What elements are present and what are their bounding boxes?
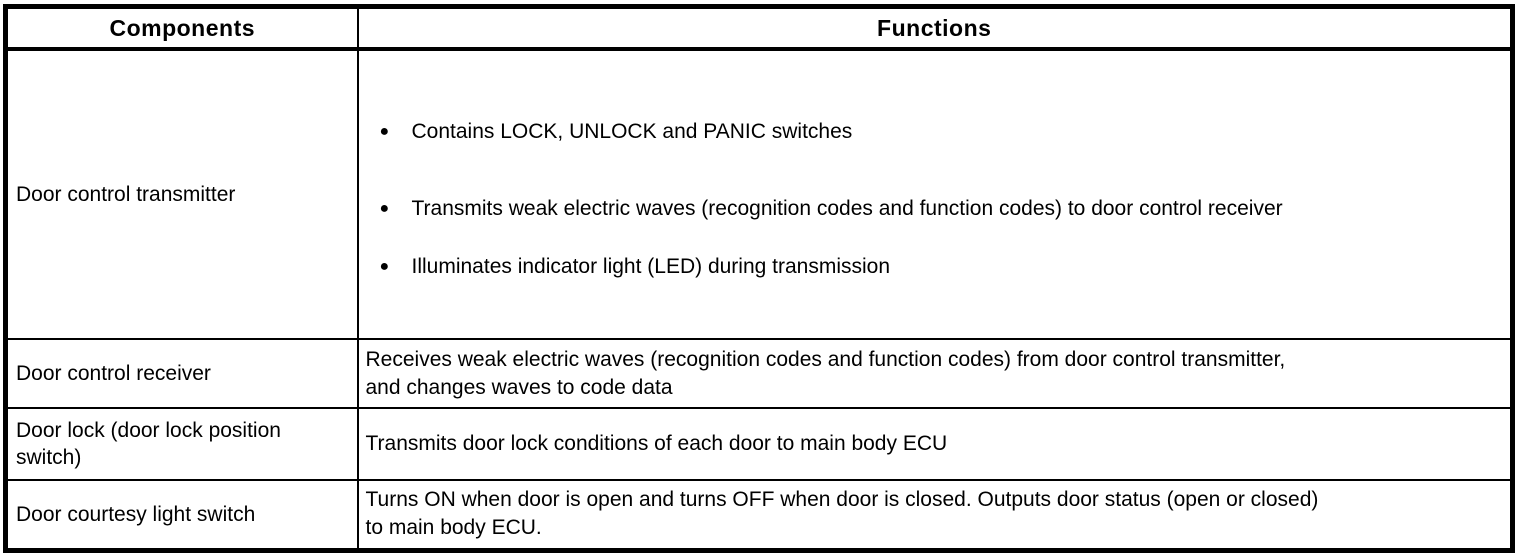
- functions-cell: Turns ON when door is open and turns OFF…: [356, 479, 1514, 551]
- list-item: ● Transmits weak electric waves (recogni…: [380, 194, 1505, 224]
- table-row-door-courtesy-light-switch: Door courtesy light switch Turns ON when…: [4, 479, 1514, 551]
- header-row: Components Functions: [4, 5, 1514, 51]
- table-row-door-control-receiver: Door control receiver Receives weak elec…: [4, 338, 1514, 409]
- component-cell: Door control receiver: [4, 338, 359, 409]
- functions-bullet-list: ● Contains LOCK, UNLOCK and PANIC switch…: [366, 89, 1505, 310]
- bullet-icon: ●: [379, 200, 390, 217]
- table-row-door-control-transmitter: Door control transmitter ● Contains LOCK…: [4, 48, 1514, 340]
- bullet-icon: ●: [379, 123, 390, 140]
- functions-column-header: Functions: [356, 5, 1514, 51]
- list-item: ● Contains LOCK, UNLOCK and PANIC switch…: [380, 117, 1505, 147]
- table-row-door-lock: Door lock (door lock position switch) Tr…: [4, 407, 1514, 481]
- bullet-item-text: Transmits weak electric waves (recogniti…: [411, 197, 1283, 220]
- components-column-header: Components: [4, 5, 359, 51]
- list-item: ● Illuminates indicator light (LED) duri…: [380, 252, 1505, 282]
- component-cell: Door control transmitter: [4, 48, 359, 340]
- bullet-icon: ●: [379, 258, 390, 275]
- functions-cell: Receives weak electric waves (recognitio…: [356, 338, 1514, 409]
- functions-cell: ● Contains LOCK, UNLOCK and PANIC switch…: [356, 48, 1514, 340]
- component-cell: Door courtesy light switch: [4, 479, 359, 551]
- component-cell: Door lock (door lock position switch): [4, 407, 359, 481]
- document-page: Components Functions Door control transm…: [3, 4, 1515, 553]
- components-functions-table: Components Functions Door control transm…: [3, 4, 1515, 553]
- bullet-item-text: Contains LOCK, UNLOCK and PANIC switches: [411, 120, 853, 143]
- bullet-item-text: Illuminates indicator light (LED) during…: [411, 255, 891, 278]
- functions-cell: Transmits door lock conditions of each d…: [356, 407, 1514, 481]
